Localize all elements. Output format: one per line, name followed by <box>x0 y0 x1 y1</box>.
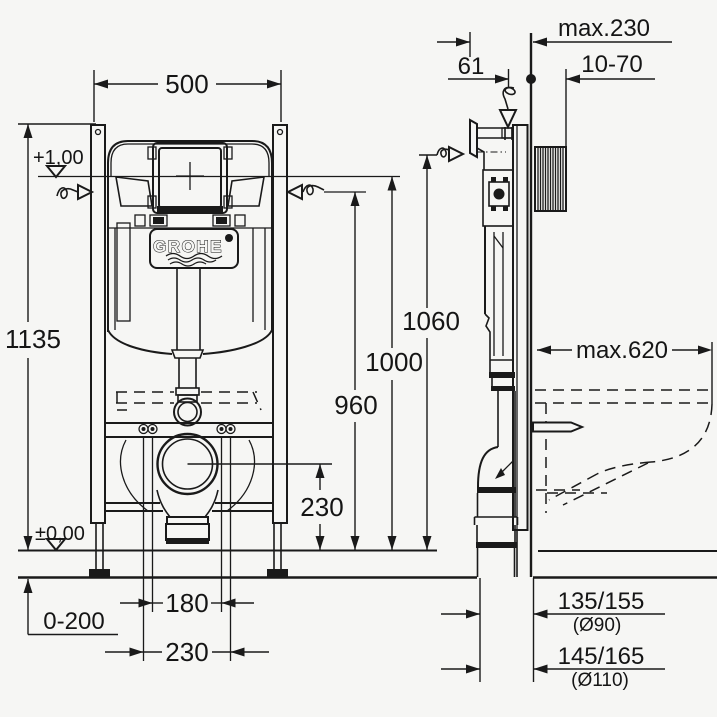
dimension-180 <box>120 598 254 608</box>
level-zero-label: ±0,00 <box>35 523 85 545</box>
flush-line-arrow-right <box>285 183 366 201</box>
dim-960-label: 960 <box>334 390 377 420</box>
front-view: GROHE <box>89 124 332 661</box>
bolt-extension-lines <box>142 437 232 661</box>
dimension-960 <box>350 192 360 550</box>
rail-hole-right <box>276 128 284 136</box>
mounting-stud <box>532 421 585 433</box>
dim-dia110-label: (Ø110) <box>571 670 629 691</box>
bowl-arc-left <box>119 439 149 512</box>
wall-bracket <box>469 118 513 170</box>
level-plus100-label: +1,00 <box>33 147 84 169</box>
dim-drain-230-label: 230 <box>300 492 343 522</box>
dimensions-front <box>18 70 466 657</box>
dim-500-label: 500 <box>165 69 208 99</box>
dim-145-165-label: 145/165 <box>558 643 645 670</box>
drain-bend <box>473 360 519 577</box>
flush-line-arrow-left <box>56 183 95 201</box>
dim-135-155-label: 135/155 <box>558 588 645 615</box>
drain-outlet <box>156 432 332 544</box>
dimension-0-200 <box>23 579 118 636</box>
left-rail <box>90 124 106 524</box>
side-rail <box>512 124 529 531</box>
dimension-1060 <box>419 145 466 550</box>
wall-anchor-block <box>534 146 567 212</box>
dim-1000-label: 1000 <box>365 347 423 377</box>
flush-elbow <box>173 397 202 427</box>
cistern-profile <box>484 226 513 361</box>
dim-61-label: 61 <box>458 53 485 80</box>
dim-max230-label: max.230 <box>558 15 650 42</box>
grohe-logo: GROHE <box>149 228 239 269</box>
rail-hole-left <box>94 128 102 136</box>
dim-dia90-label: (Ø90) <box>573 615 622 636</box>
dim-180-label: 180 <box>165 588 208 618</box>
dimension-drain-distances <box>441 578 665 682</box>
dim-230-bottom-label: 230 <box>165 637 208 667</box>
dim-0-200-label: 0-200 <box>43 608 104 635</box>
flush-plate-window <box>147 142 233 214</box>
labels: 500 1135 +1,00 ±0,00 960 1000 1060 230 1… <box>5 15 668 691</box>
dimension-max620 <box>537 342 713 404</box>
dim-1135-label: 1135 <box>5 324 61 354</box>
level-marker-zero <box>44 538 68 552</box>
dim-1060-label: 1060 <box>402 306 460 336</box>
floor-lines <box>18 549 717 579</box>
dimension-230-bottom <box>105 647 269 657</box>
adjustable-feet <box>89 523 288 577</box>
upper-crossbar <box>105 422 273 438</box>
water-level-left <box>115 176 153 207</box>
side-view <box>469 33 713 577</box>
dimension-drain-230 <box>315 464 325 550</box>
wall-reference-dot <box>526 74 536 84</box>
flush-pipe <box>170 268 205 427</box>
dimensions-side <box>437 32 713 682</box>
bowl-arc-right <box>226 439 256 512</box>
bracket-dashed-lines <box>116 391 262 411</box>
dimension-1135 <box>18 123 96 550</box>
fixing-bolts <box>138 423 236 435</box>
mounting-tabs <box>134 214 246 227</box>
water-level-right <box>227 176 265 207</box>
dim-10-70-label: 10-70 <box>581 51 642 78</box>
wc-bowl-outline <box>535 389 713 513</box>
dimension-61 <box>448 69 536 87</box>
dimension-500 <box>93 70 282 122</box>
cistern <box>107 140 273 355</box>
logo-wave <box>165 252 223 260</box>
dim-max620-label: max.620 <box>576 337 668 364</box>
level-marker-plus100 <box>38 165 400 179</box>
dimension-max230 <box>437 32 672 57</box>
dimension-10-70 <box>565 69 655 146</box>
dimension-1000 <box>387 176 397 550</box>
grohe-brand-text: GROHE <box>153 237 223 256</box>
logo-dot <box>225 234 233 242</box>
lower-crossbar <box>105 502 273 512</box>
fill-valve <box>116 222 131 322</box>
flush-valve-unit <box>482 169 514 227</box>
